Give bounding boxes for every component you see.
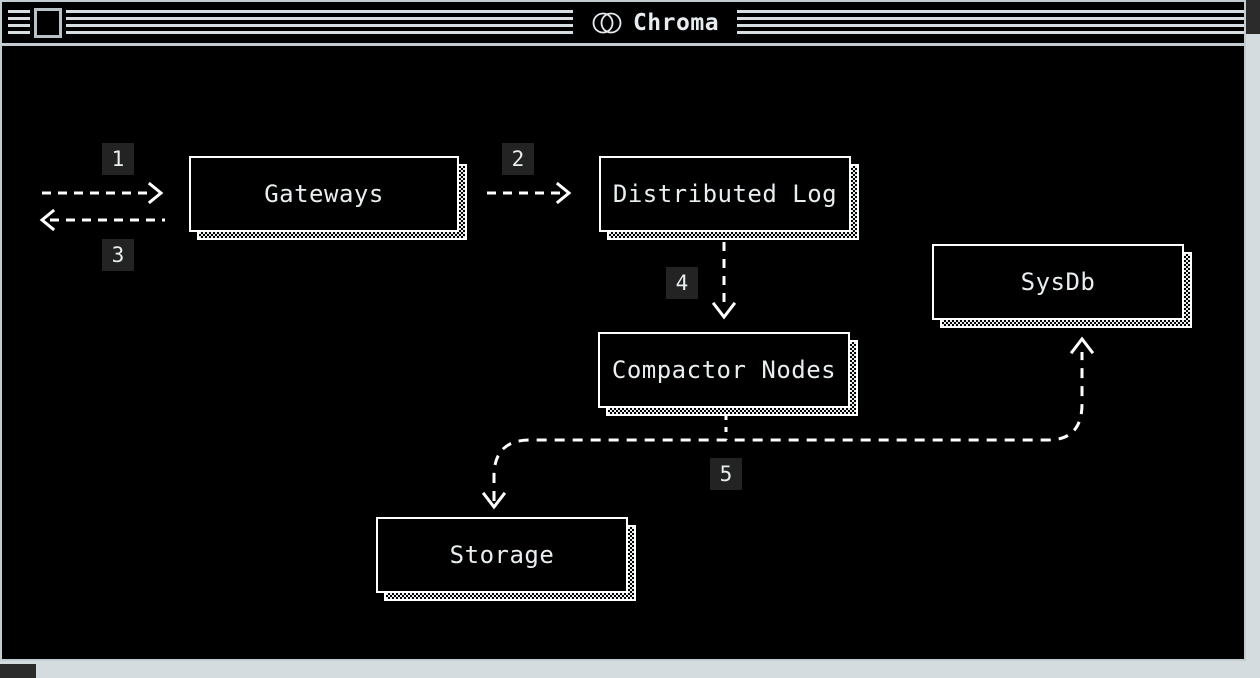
- node-label: Storage: [449, 541, 555, 569]
- node-face: Compactor Nodes: [598, 332, 850, 408]
- node-distributed-log[interactable]: Distributed Log: [599, 156, 859, 240]
- node-label: Compactor Nodes: [611, 356, 837, 384]
- titlebar-stripes-right: [737, 9, 1244, 36]
- node-compactor-nodes[interactable]: Compactor Nodes: [598, 332, 858, 416]
- step-badge-label: 5: [719, 461, 733, 486]
- title-bar: Chroma: [2, 2, 1244, 46]
- application-window: Chroma: [0, 0, 1246, 661]
- step-badge-4: 4: [666, 267, 698, 299]
- step-badge-2: 2: [502, 143, 534, 175]
- node-label: Gateways: [264, 180, 384, 208]
- step-badge-label: 2: [511, 146, 525, 171]
- node-storage[interactable]: Storage: [376, 517, 636, 601]
- node-face: Gateways: [189, 156, 459, 232]
- titlebar-stripes-left: [66, 9, 573, 36]
- vertical-scrollbar[interactable]: [1246, 0, 1260, 664]
- two-overlapping-circles-icon: [591, 10, 623, 36]
- step-badge-label: 1: [111, 146, 125, 171]
- vertical-scrollbar-thumb[interactable]: [1246, 0, 1260, 34]
- node-face: Storage: [376, 517, 628, 593]
- step-badge-1: 1: [102, 143, 134, 175]
- step-badge-5: 5: [710, 458, 742, 490]
- node-face: SysDb: [932, 244, 1184, 320]
- window-menu-square-icon[interactable]: [34, 7, 62, 38]
- connector-2-gateways-to-log: [487, 181, 572, 205]
- diagram-canvas: Gateways Distributed Log SysDb Compactor…: [2, 46, 1244, 659]
- titlebar-stripes-far-left: [8, 9, 30, 36]
- step-badge-label: 4: [675, 270, 689, 295]
- connector-4-log-to-compactor: [711, 242, 737, 320]
- node-label: Distributed Log: [612, 180, 838, 208]
- horizontal-scrollbar-thumb[interactable]: [0, 664, 36, 678]
- horizontal-scrollbar[interactable]: [0, 664, 1260, 678]
- step-badge-3: 3: [102, 239, 134, 271]
- node-face: Distributed Log: [599, 156, 851, 232]
- step-badge-label: 3: [111, 242, 125, 267]
- window-title-text: Chroma: [632, 9, 720, 36]
- node-sysdb[interactable]: SysDb: [932, 244, 1192, 328]
- connector-3-gateways-to-client: [39, 208, 165, 232]
- window-title-group: Chroma: [572, 9, 738, 36]
- connector-1-client-to-gateways: [42, 181, 164, 205]
- node-gateways[interactable]: Gateways: [189, 156, 467, 240]
- node-label: SysDb: [1020, 268, 1096, 296]
